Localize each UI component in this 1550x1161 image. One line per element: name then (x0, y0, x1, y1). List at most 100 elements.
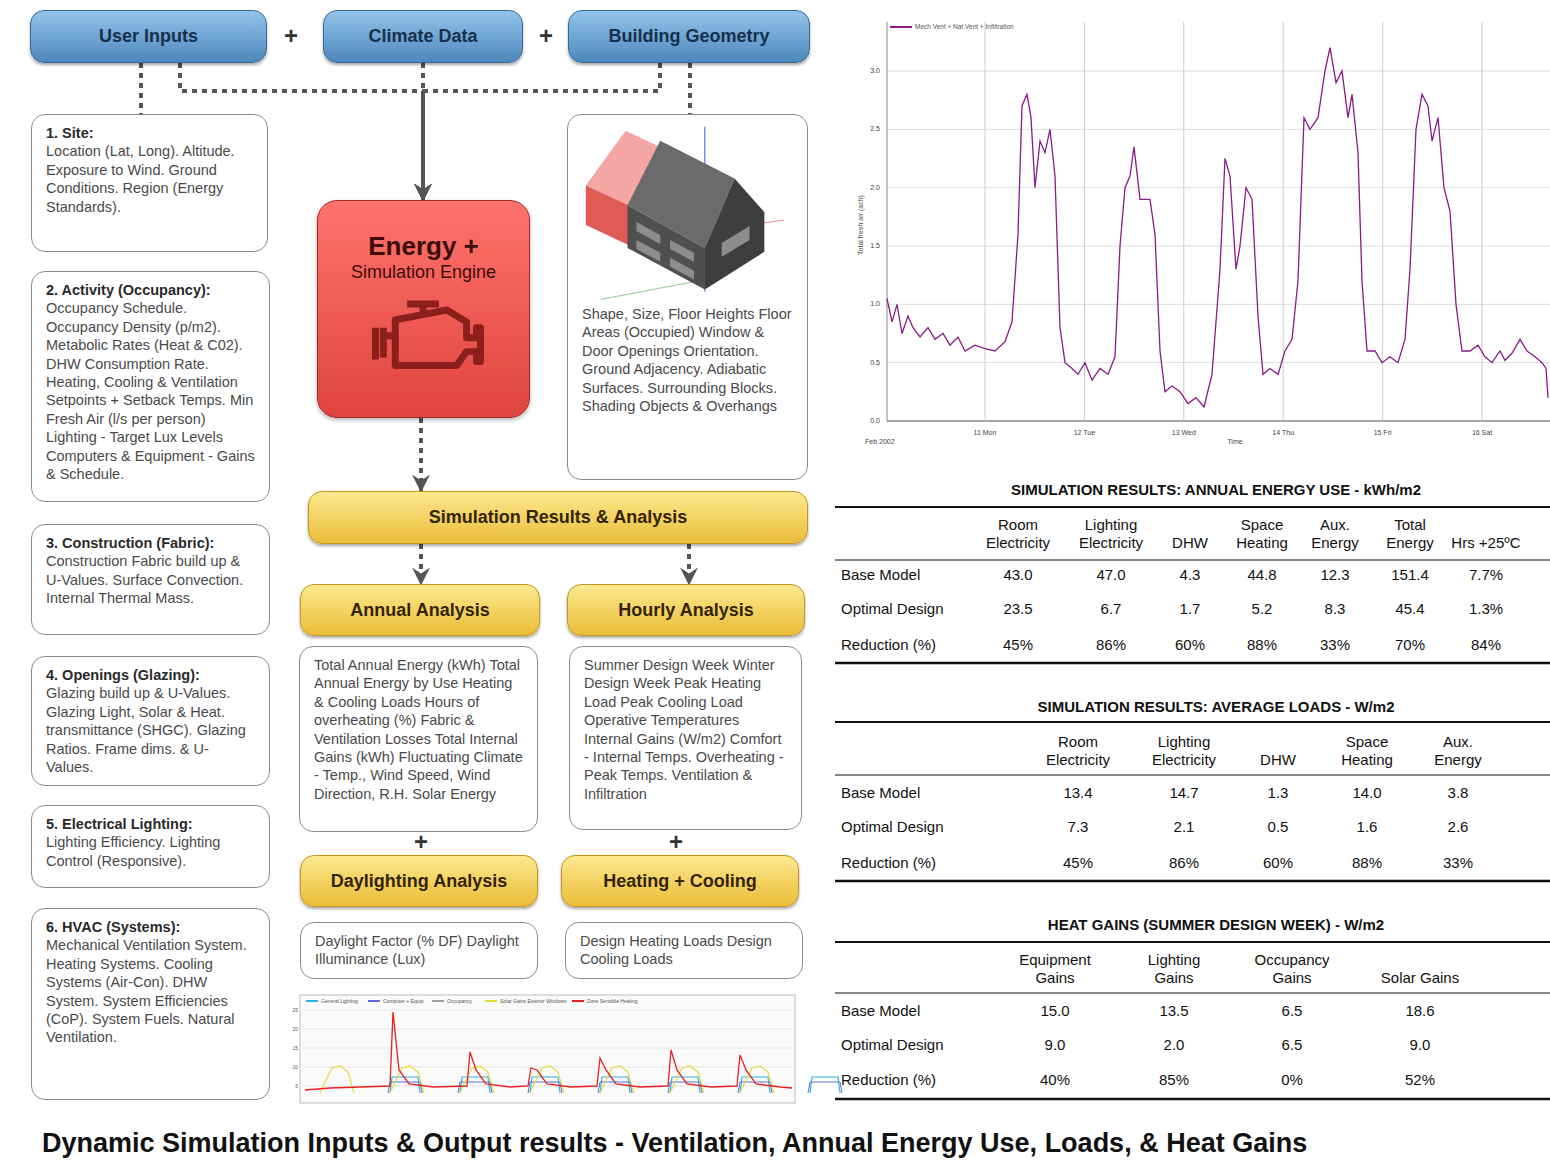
input-pill: User Inputs (30, 10, 267, 63)
table-cell: 60% (1263, 854, 1293, 872)
grid-line (1183, 22, 1184, 421)
box-text: Lighting Efficiency. Lighting Control (R… (46, 833, 255, 870)
table-cell: Optimal Design (841, 1036, 944, 1054)
axis-label: 0.5 (870, 358, 880, 366)
table-cell: Lighting Electricity (1074, 516, 1148, 552)
axis-label: Total fresh air (ach) (857, 195, 865, 255)
box-text: Daylight Factor (% DF) Daylight Illumina… (315, 932, 523, 969)
table-cell: Lighting Electricity (1144, 733, 1224, 769)
list-box: 4. Openings (Glazing):Glazing build up &… (31, 656, 270, 786)
table-cell: 5.2 (1252, 600, 1273, 618)
table-cell: Reduction (%) (841, 636, 936, 654)
axis-label: 1.5 (870, 242, 880, 250)
result-pill: Daylighting Analysis (300, 855, 538, 907)
table-cell: Aux. Energy (1418, 733, 1498, 769)
table-cell: 14.7 (1169, 784, 1198, 802)
grid-line (1084, 22, 1085, 421)
table-cell: Base Model (841, 1002, 920, 1020)
table-cell: 6.5 (1282, 1002, 1303, 1020)
plus-sign: + (539, 22, 553, 51)
legend-swatch (306, 1000, 318, 1002)
table-cell: Optimal Design (841, 818, 944, 836)
box-heading: 4. Openings (Glazing): (46, 666, 255, 684)
axis-line (887, 22, 888, 421)
table-cell: 3.8 (1448, 784, 1469, 802)
grid-line (887, 187, 1550, 188)
table-cell: 18.6 (1405, 1002, 1434, 1020)
list-box: Summer Design Week Winter Design Week Pe… (569, 646, 802, 830)
legend-text: Solar Gains Exterior Windows (500, 998, 566, 1004)
list-box: Total Annual Energy (kWh) Total Annual E… (299, 646, 538, 832)
table-cell: 45% (1003, 636, 1033, 654)
box-heading: 1. Site: (46, 124, 253, 142)
table-cell: 2.1 (1174, 818, 1195, 836)
box-text: Daylighting Analysis (331, 871, 507, 892)
table-cell: 45.4 (1395, 600, 1424, 618)
dashed-connector (688, 63, 692, 114)
box-text: Annual Analysis (350, 600, 489, 621)
table-cell: Base Model (841, 784, 920, 802)
table-cell: 4.3 (1180, 566, 1201, 584)
table-cell: 0% (1281, 1071, 1303, 1089)
small-chart (303, 1010, 842, 1093)
dashed-connector (687, 544, 691, 584)
table-cell: HEAT GAINS (SUMMER DESIGN WEEK) - W/m2 (1048, 916, 1384, 934)
box-heading: 2. Activity (Occupancy): (46, 281, 255, 299)
result-pill: Hourly Analysis (567, 584, 805, 636)
legend-swatch (485, 1000, 497, 1002)
dashed-connector (419, 544, 423, 584)
table-cell: Room Electricity (1038, 733, 1118, 769)
plus-sign: + (284, 22, 298, 51)
table-cell: 1.3 (1268, 784, 1289, 802)
box-heading: 6. HVAC (Systems): (46, 918, 255, 936)
axis-label: 1.0 (870, 300, 880, 308)
box-text: Simulation Results & Analysis (429, 507, 687, 528)
grid-line (1382, 22, 1383, 421)
table-cell: 1.6 (1357, 818, 1378, 836)
table-cell: 84% (1471, 636, 1501, 654)
plus-sign: + (414, 828, 428, 857)
box-text: Building Geometry (608, 26, 769, 47)
grid-line (887, 129, 1550, 130)
box-text: Climate Data (368, 26, 477, 47)
table-cell: 23.5 (1003, 600, 1032, 618)
table-cell: 15.0 (1040, 1002, 1069, 1020)
table-cell: 52% (1405, 1071, 1435, 1089)
axis-label: 12 Tue (1074, 429, 1095, 437)
axis-label: 10 (292, 1064, 298, 1070)
table-cell: Lighting Gains (1129, 951, 1219, 987)
table-cell: 6.5 (1282, 1036, 1303, 1054)
dashed-connector (139, 63, 143, 114)
table-cell: Occupancy Gains (1247, 951, 1337, 987)
grid-line (887, 70, 1550, 71)
input-pill: Climate Data (323, 10, 523, 63)
grid-line (887, 245, 1550, 246)
table-cell: 44.8 (1247, 566, 1276, 584)
axis-label: 15 (292, 1045, 298, 1051)
result-pill: Heating + Cooling (561, 855, 799, 907)
box-text: User Inputs (99, 26, 198, 47)
axis-label: 16 Sat (1472, 429, 1492, 437)
box-text: Hourly Analysis (618, 600, 753, 621)
table-cell: 70% (1395, 636, 1425, 654)
list-box: 1. Site:Location (Lat, Long). Altitude. … (31, 114, 268, 252)
box-text: Glazing build up & U-Values. Glazing Lig… (46, 684, 255, 776)
table-cell: 13.4 (1063, 784, 1092, 802)
table-cell: 86% (1169, 854, 1199, 872)
table-cell: Reduction (%) (841, 854, 936, 872)
grid-line (887, 304, 1550, 305)
table-cell: SIMULATION RESULTS: ANNUAL ENERGY USE - … (1011, 481, 1421, 499)
legend-text: Computer + Equip (383, 998, 423, 1004)
table-cell: 2.0 (1164, 1036, 1185, 1054)
table-cell: Hrs +25ºC (1449, 534, 1523, 552)
table-cell: 45% (1063, 854, 1093, 872)
grid-line (985, 22, 986, 421)
table-cell: 12.3 (1320, 566, 1349, 584)
table-cell: Reduction (%) (841, 1071, 936, 1089)
table-cell: Optimal Design (841, 600, 944, 618)
table-cell: 1.3% (1469, 600, 1503, 618)
table-cell: 47.0 (1096, 566, 1125, 584)
grid-line (1482, 22, 1483, 421)
table-cell: Solar Gains (1375, 969, 1465, 987)
result-pill: Simulation Results & Analysis (308, 491, 808, 544)
